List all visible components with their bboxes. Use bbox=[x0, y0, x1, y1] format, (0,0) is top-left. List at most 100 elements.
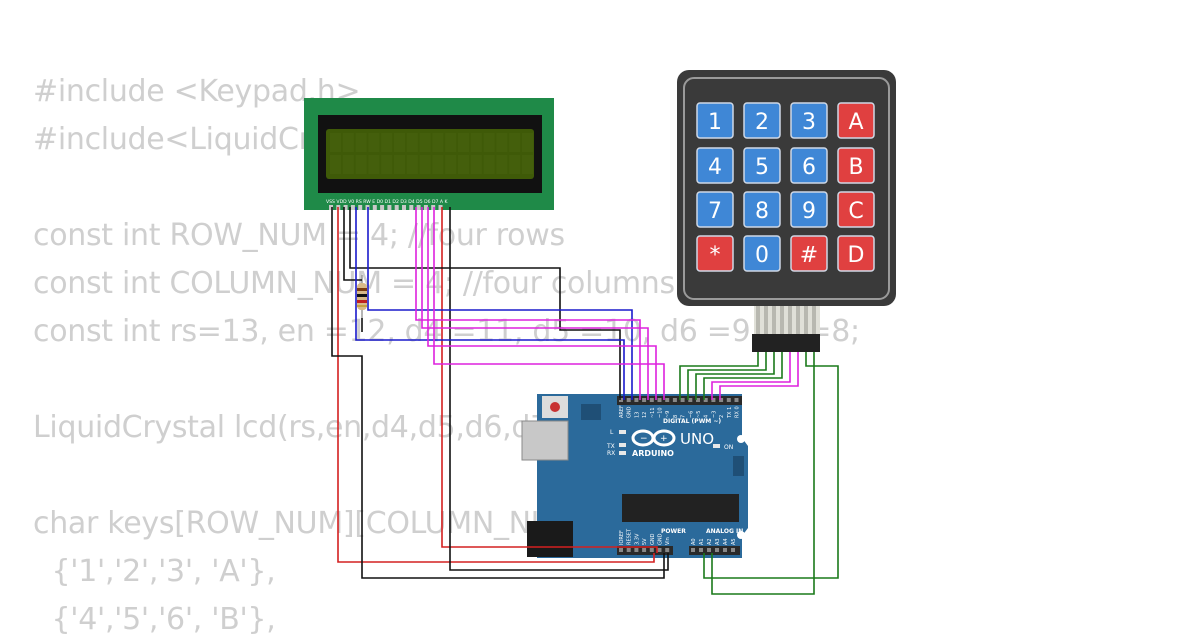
lcd-pin[interactable] bbox=[402, 205, 406, 210]
code-line: {'1','2','3', 'A'}, bbox=[33, 554, 276, 589]
header-pin[interactable] bbox=[711, 398, 716, 402]
header-pin[interactable] bbox=[626, 548, 631, 552]
keypad-key-D[interactable]: D bbox=[837, 235, 875, 272]
reset-button-cap[interactable] bbox=[550, 402, 560, 412]
keypad-key-4[interactable]: 4 bbox=[696, 147, 734, 184]
keypad-key-star[interactable]: * bbox=[696, 235, 734, 272]
pin-label: 8 bbox=[673, 415, 679, 418]
lcd-pin[interactable] bbox=[358, 205, 363, 210]
header-pin[interactable] bbox=[665, 398, 670, 402]
lcd-char-cell bbox=[509, 155, 521, 174]
header-pin[interactable] bbox=[657, 548, 662, 552]
header-pin[interactable] bbox=[699, 548, 703, 552]
header-pin[interactable] bbox=[634, 548, 639, 552]
keypad-key-label: 2 bbox=[755, 110, 769, 135]
header-pin[interactable] bbox=[719, 398, 724, 402]
pin-label: RESET bbox=[627, 528, 633, 545]
icsp-header-top bbox=[581, 404, 601, 420]
lcd-char-cell bbox=[522, 155, 533, 174]
lcd-pin[interactable] bbox=[409, 205, 414, 210]
header-pin[interactable] bbox=[642, 548, 647, 552]
lcd-pin[interactable] bbox=[329, 205, 333, 210]
lcd-pin[interactable] bbox=[438, 205, 443, 210]
lcd-pin[interactable] bbox=[416, 205, 421, 210]
lcd-char-cell bbox=[483, 155, 495, 174]
circuit-diagram: VSS VDD V0 RS RW E D0 D1 D2 D3 D4 D5 D6 … bbox=[304, 70, 896, 595]
code-line: const int COLUMN_NUM = 4; //four columns bbox=[33, 266, 675, 301]
header-pin[interactable] bbox=[734, 398, 739, 402]
pin-label: ~6 bbox=[688, 411, 694, 418]
keypad-key-2[interactable]: 2 bbox=[743, 102, 781, 139]
header-pin[interactable] bbox=[649, 548, 654, 552]
header-pin[interactable] bbox=[707, 548, 711, 552]
keypad-key-label: 1 bbox=[708, 110, 722, 135]
keypad-key-8[interactable]: 8 bbox=[743, 191, 781, 228]
wire-rs-to-d13 bbox=[355, 207, 625, 400]
header-pin[interactable] bbox=[649, 398, 654, 402]
lcd-char-cell bbox=[496, 155, 508, 174]
header-pin[interactable] bbox=[657, 398, 662, 402]
header-pin[interactable] bbox=[634, 398, 639, 402]
pin-label: 12 bbox=[642, 412, 648, 418]
wire-vdd-to-5v bbox=[337, 207, 655, 563]
digital-pwm-label: DIGITAL (PWM ~) bbox=[663, 418, 721, 425]
keypad-key-6[interactable]: 6 bbox=[790, 147, 828, 184]
lcd-pin[interactable] bbox=[423, 205, 428, 210]
header-pin[interactable] bbox=[715, 548, 719, 552]
header-pin[interactable] bbox=[688, 398, 693, 402]
keypad-key-C[interactable]: C bbox=[837, 191, 875, 228]
lcd-pin[interactable] bbox=[372, 205, 377, 210]
pin-label: ~9 bbox=[665, 411, 671, 418]
keypad-key-7[interactable]: 7 bbox=[696, 191, 734, 228]
keypad-key-A[interactable]: A bbox=[837, 102, 875, 139]
header-pin[interactable] bbox=[626, 398, 631, 402]
header-pin[interactable] bbox=[665, 548, 670, 552]
header-pin[interactable] bbox=[723, 548, 727, 552]
pin-label: GND bbox=[650, 533, 656, 545]
wire-d7-to-d8 bbox=[433, 207, 665, 400]
keypad-key-label: C bbox=[848, 199, 863, 224]
header-pin[interactable] bbox=[672, 398, 677, 402]
lcd-char-cell bbox=[496, 133, 508, 152]
keypad-key-1[interactable]: 1 bbox=[696, 102, 734, 139]
lcd-module[interactable]: VSS VDD V0 RS RW E D0 D1 D2 D3 D4 D5 D6 … bbox=[304, 98, 554, 210]
keypad-key-0[interactable]: 0 bbox=[743, 235, 781, 272]
lcd-pin[interactable] bbox=[350, 205, 355, 210]
header-pin[interactable] bbox=[696, 398, 700, 402]
pin-label: 2 bbox=[719, 415, 725, 418]
lcd-pin[interactable] bbox=[380, 205, 385, 210]
header-pin[interactable] bbox=[619, 398, 623, 402]
tx-led bbox=[619, 443, 626, 447]
header-pin[interactable] bbox=[691, 548, 695, 552]
keypad-key-5[interactable]: 5 bbox=[743, 147, 781, 184]
pin-label: A4 bbox=[723, 538, 729, 545]
keypad-key-B[interactable]: B bbox=[837, 147, 875, 184]
lcd-pin[interactable] bbox=[387, 205, 392, 210]
keypad-key-9[interactable]: 9 bbox=[790, 191, 828, 228]
header-pin[interactable] bbox=[619, 548, 623, 552]
keypad-ribbon-cable bbox=[752, 302, 820, 352]
header-pin[interactable] bbox=[703, 398, 708, 402]
keypad-key-hash[interactable]: # bbox=[790, 235, 828, 272]
wire-d4-to-d11 bbox=[415, 207, 641, 400]
lcd-char-cell bbox=[483, 133, 495, 152]
header-pin[interactable] bbox=[726, 398, 731, 402]
pin-label: A0 bbox=[691, 538, 697, 545]
header-pin[interactable] bbox=[642, 398, 647, 402]
keypad-connector bbox=[752, 334, 820, 352]
pin-label: A1 bbox=[699, 538, 705, 545]
keypad-key-3[interactable]: 3 bbox=[790, 102, 828, 139]
header-pin[interactable] bbox=[680, 398, 685, 402]
lcd-char-cell bbox=[432, 155, 444, 174]
code-line: LiquidCrystal lcd(rs,en,d4,d5,d6,d7); bbox=[33, 410, 571, 445]
lcd-pin[interactable] bbox=[394, 205, 399, 210]
pin-label: 7 bbox=[681, 415, 687, 418]
pin-label: IOREF bbox=[619, 530, 625, 545]
lcd-char-cell bbox=[470, 155, 482, 174]
header-pin[interactable] bbox=[731, 548, 735, 552]
wire-keypad-col4 bbox=[711, 352, 815, 595]
lcd-pin[interactable] bbox=[343, 205, 348, 210]
